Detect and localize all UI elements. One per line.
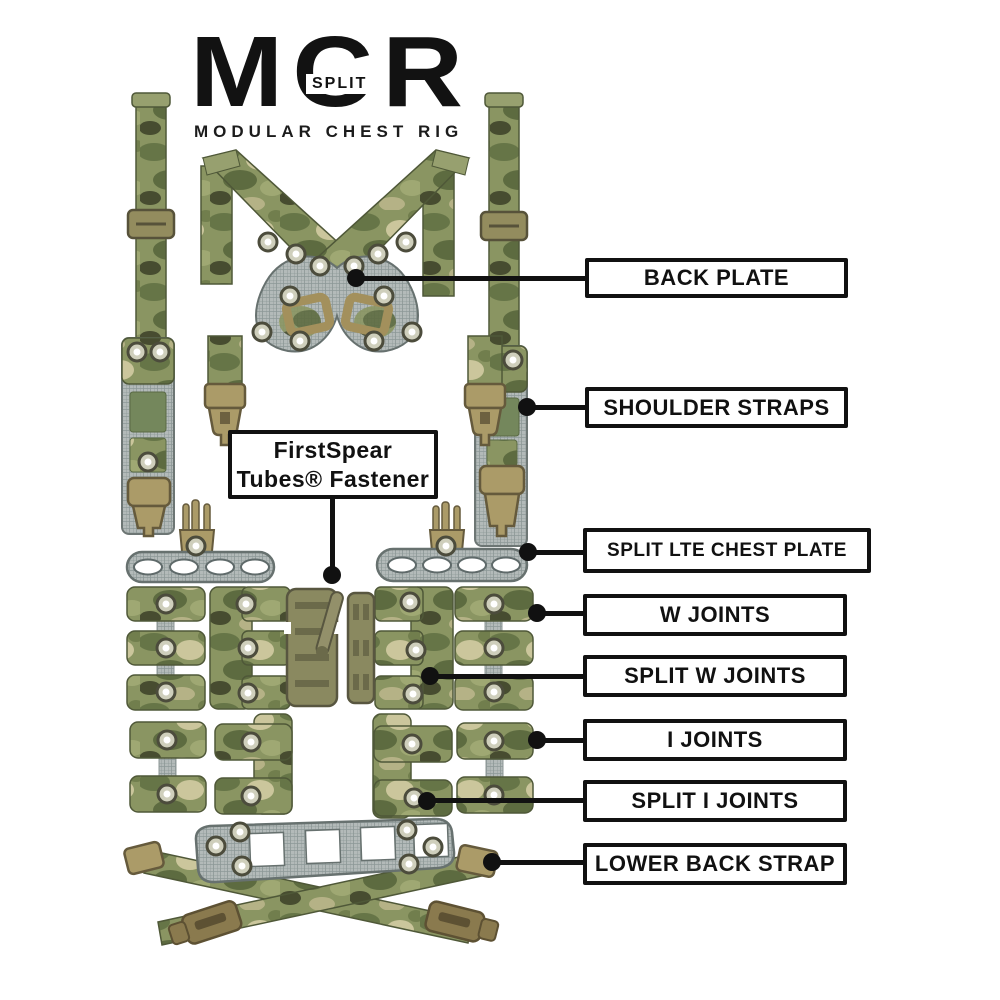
chest-plate-right-illustration: [375, 501, 529, 583]
connector-back-plate: [356, 276, 585, 281]
connector-split-i-joints: [427, 798, 583, 803]
split-w-joint-right-illustration: [374, 586, 454, 710]
dot-split-lte: [519, 543, 537, 561]
lower-strap-buckle-right-illustration: [424, 900, 500, 943]
label-lower-back-strap: LOWER BACK STRAP: [583, 843, 847, 885]
label-back-plate-text: BACK PLATE: [643, 265, 790, 290]
label-w-joints: W JOINTS: [583, 594, 847, 636]
label-lower-back-strap-text: LOWER BACK STRAP: [594, 851, 836, 876]
label-firstspear-line2: Tubes® Fastener: [236, 465, 430, 492]
label-split-lte-chest-plate: SPLIT LTE CHEST PLATE: [583, 528, 871, 573]
dot-firstspear: [323, 566, 341, 584]
label-firstspear-tubes: FirstSpear Tubes® Fastener: [228, 430, 438, 499]
label-split-lte-chest-plate-text: SPLIT LTE CHEST PLATE: [607, 539, 847, 561]
connector-shoulder-straps: [527, 405, 585, 410]
connector-firstspear: [330, 499, 335, 575]
i-joint-right-illustration: [456, 722, 534, 814]
logo-split-badge: SPLIT: [306, 74, 374, 94]
logo-subtitle: MODULAR CHEST RIG: [194, 122, 464, 141]
connector-split-lte: [528, 550, 583, 555]
split-w-joint-left-illustration: [209, 586, 291, 710]
back-plate-illustration: [200, 149, 471, 353]
label-w-joints-text: W JOINTS: [659, 602, 771, 627]
tubes-fastener-illustration: [284, 587, 376, 708]
label-i-joints: I JOINTS: [583, 719, 847, 761]
w-joint-left-illustration: [126, 586, 206, 711]
label-split-w-joints-text: SPLIT W JOINTS: [624, 663, 806, 688]
side-release-buckle-right-illustration: [463, 335, 507, 447]
split-i-joint-left-illustration: [214, 713, 293, 815]
connector-i-joints: [537, 738, 583, 743]
dot-w-joints: [528, 604, 546, 622]
w-joint-right-illustration: [454, 586, 534, 711]
dot-shoulder-straps: [518, 398, 536, 416]
lower-strap-buckle-left-illustration: [167, 900, 243, 946]
label-firstspear-line1: FirstSpear: [273, 436, 393, 463]
logo-title: MCR: [190, 16, 472, 128]
shoulder-strap-right-illustration: [474, 92, 529, 547]
dot-split-i-joints: [418, 792, 436, 810]
connector-split-w-joints: [430, 674, 583, 679]
dot-i-joints: [528, 731, 546, 749]
label-back-plate: BACK PLATE: [585, 258, 848, 298]
label-i-joints-text: I JOINTS: [667, 727, 763, 752]
label-split-i-joints-text: SPLIT I JOINTS: [631, 788, 799, 813]
label-split-i-joints: SPLIT I JOINTS: [583, 780, 847, 822]
dot-back-plate: [347, 269, 365, 287]
label-shoulder-straps-text: SHOULDER STRAPS: [603, 394, 830, 420]
shoulder-strap-left-illustration: [121, 92, 176, 538]
dot-split-w-joints: [421, 667, 439, 685]
connector-w-joints: [537, 611, 583, 616]
dot-lower-back-strap: [483, 853, 501, 871]
label-split-w-joints: SPLIT W JOINTS: [583, 655, 847, 697]
lower-back-strap-illustration: [123, 817, 500, 946]
side-release-buckle-left-illustration: [203, 335, 247, 447]
connector-lower-back-strap: [492, 860, 583, 865]
chest-plate-left-illustration: [125, 499, 276, 584]
i-joint-left-illustration: [129, 721, 207, 813]
label-shoulder-straps: SHOULDER STRAPS: [585, 387, 848, 428]
